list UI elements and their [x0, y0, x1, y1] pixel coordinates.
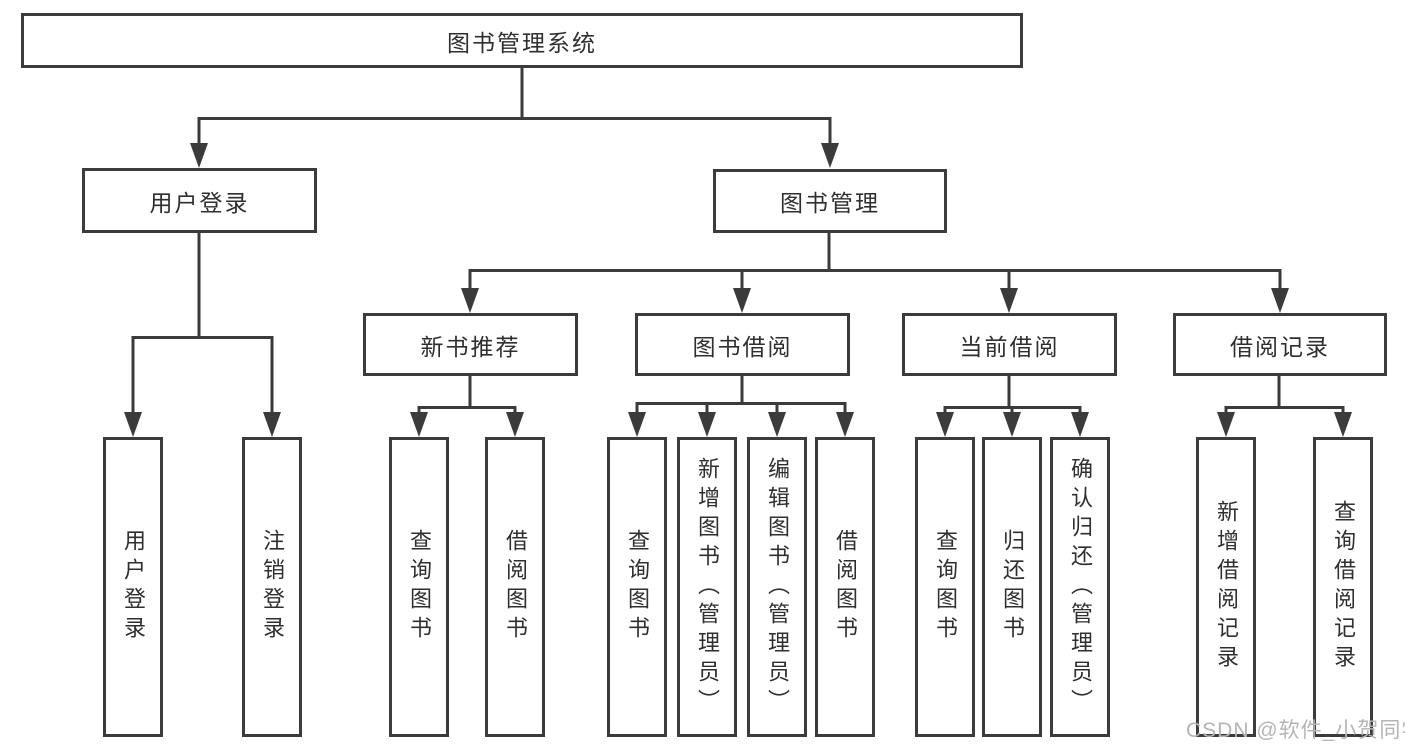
node-book-management-branch: 图书管理 [713, 169, 947, 233]
node-label: 图书借阅 [692, 333, 793, 360]
node-library-management-system: 图书管理系统 [21, 13, 1023, 68]
node-label: 用户登录 [149, 189, 250, 216]
node-leaf-borrow-books-1: 借阅图书 [485, 437, 545, 737]
node-book-borrowing: 图书借阅 [635, 313, 850, 376]
node-label: 借阅图书 [503, 529, 528, 645]
node-label: 查询借阅记录 [1331, 500, 1356, 674]
node-leaf-query-books-2: 查询图书 [607, 437, 667, 737]
node-label: 图书管理系统 [447, 29, 597, 56]
node-leaf-return-books: 归还图书 [982, 437, 1042, 737]
node-label: 借阅图书 [833, 529, 858, 645]
arrowheads [124, 143, 1352, 437]
node-label: 借阅记录 [1230, 333, 1330, 360]
node-label: 确认归还（管理员） [1068, 456, 1093, 718]
node-leaf-query-borrow-record: 查询借阅记录 [1313, 437, 1373, 737]
node-new-book-recommendation: 新书推荐 [363, 313, 578, 376]
node-label: 查询图书 [407, 529, 432, 645]
node-label: 图书管理 [780, 190, 880, 216]
csdn-watermark: CSDN @软件_小贺同学 [1186, 719, 1405, 742]
node-leaf-add-books-admin: 新增图书（管理员） [677, 437, 737, 737]
node-leaf-logout: 注销登录 [242, 437, 302, 737]
node-user-login-branch: 用户登录 [82, 168, 317, 233]
node-label: 用户登录 [121, 529, 146, 645]
node-label: 查询图书 [933, 529, 958, 645]
node-leaf-edit-books-admin: 编辑图书（管理员） [747, 437, 807, 737]
node-label: 注销登录 [260, 529, 285, 645]
node-borrowing-records: 借阅记录 [1173, 313, 1387, 376]
node-label: 当前借阅 [959, 333, 1060, 360]
node-leaf-add-borrow-record: 新增借阅记录 [1196, 437, 1256, 737]
node-leaf-query-books-1: 查询图书 [389, 437, 449, 737]
node-label: 归还图书 [1000, 529, 1025, 645]
node-leaf-borrow-books-2: 借阅图书 [815, 437, 875, 737]
node-leaf-confirm-return-admin: 确认归还（管理员） [1050, 437, 1110, 737]
node-current-borrowing: 当前借阅 [902, 313, 1117, 376]
node-label: 编辑图书（管理员） [765, 456, 790, 718]
node-label: 查询图书 [625, 529, 650, 645]
node-label: 新增图书（管理员） [695, 456, 720, 718]
node-leaf-query-books-3: 查询图书 [915, 437, 975, 737]
node-label: 新书推荐 [420, 333, 521, 360]
node-label: 新增借阅记录 [1214, 500, 1239, 674]
node-leaf-user-login: 用户登录 [103, 437, 163, 737]
